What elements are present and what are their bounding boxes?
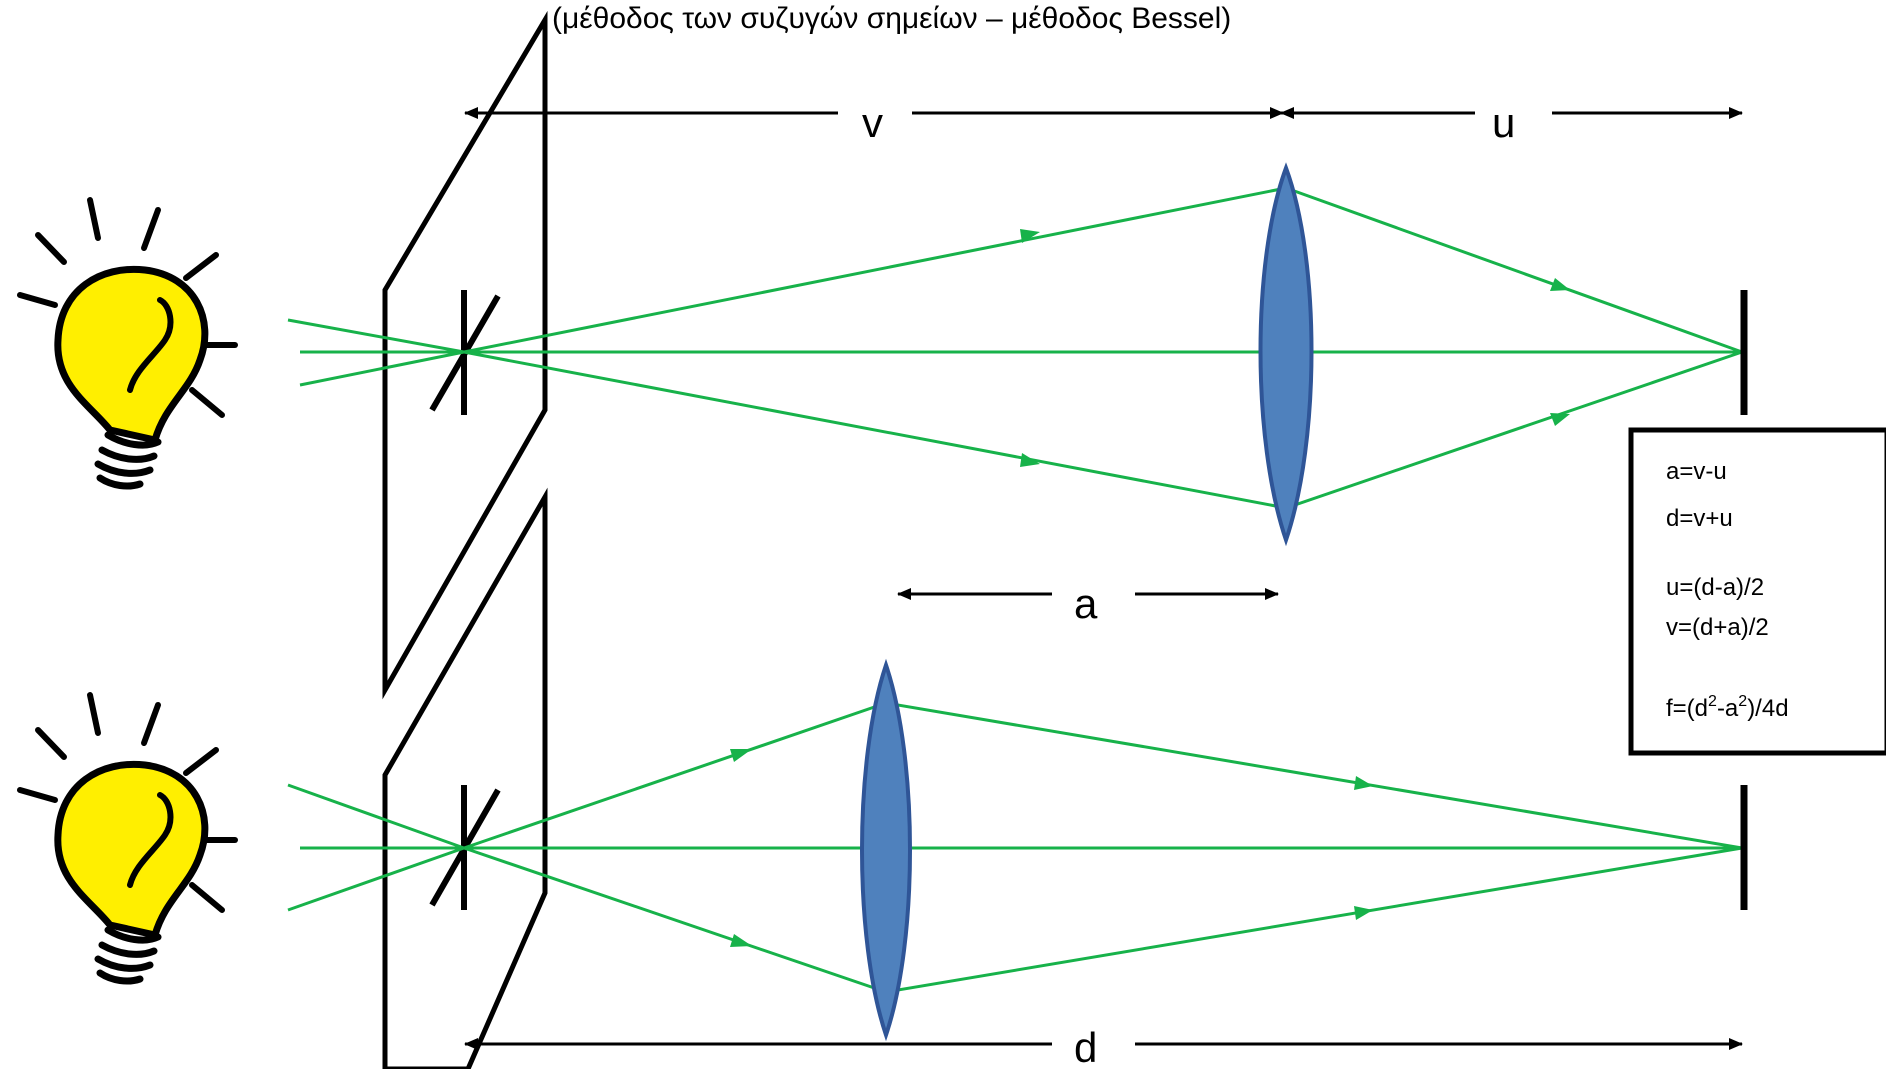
incoming-rays [287,318,465,387]
diagram-title: (μέθοδος των συζυγών σημείων – μέθοδος B… [552,2,1231,35]
formula-d: d=v+u [1666,505,1733,532]
slit-screen [382,487,548,1069]
formula-a: a=v-u [1666,458,1727,485]
dimension-v: v [464,99,1284,146]
incoming-rays [287,783,465,912]
ray-paths-bottom [463,701,1743,994]
dimension-u: u [1280,99,1743,146]
lens-top [1258,162,1314,547]
ray-paths-top [463,186,1743,510]
label-d: d [1074,1024,1097,1069]
label-v: v [862,99,883,146]
formula-f: f=(d2-a2)/4d [1666,693,1789,722]
slit-screen [382,10,548,700]
formulas-box: a=v-u d=v+u u=(d-a)/2 v=(d+a)/2 f=(d2-a2… [1628,427,1886,756]
light-bulb-icon [20,695,235,981]
label-a: a [1074,580,1098,627]
dimension-d: d [464,1024,1743,1069]
dimension-a: a [897,580,1279,627]
formula-v: v=(d+a)/2 [1666,614,1769,641]
lens-bottom [860,658,912,1042]
label-u: u [1492,99,1515,146]
light-bulb-icon [20,200,235,486]
formula-u: u=(d-a)/2 [1666,574,1764,601]
